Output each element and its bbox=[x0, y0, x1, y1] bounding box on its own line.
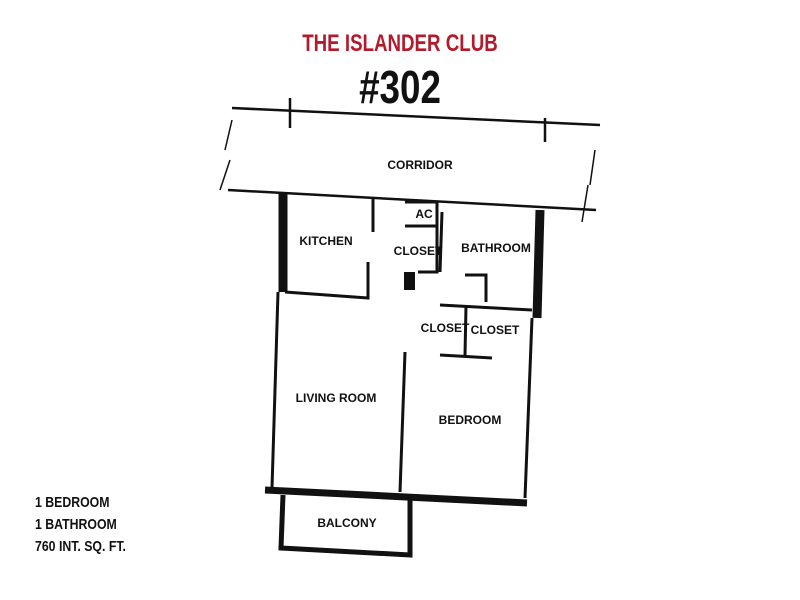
room-label-kitchen: KITCHEN bbox=[299, 234, 352, 248]
room-label-bedroom: BEDROOM bbox=[439, 413, 502, 427]
room-label-living-room: LIVING ROOM bbox=[296, 391, 377, 405]
walls bbox=[219, 98, 601, 558]
room-label-corridor: CORRIDOR bbox=[387, 158, 453, 172]
property-name: THE ISLANDER CLUB bbox=[302, 30, 498, 57]
room-label-bathroom: BATHROOM bbox=[461, 241, 531, 255]
room-label-closet-bed1: CLOSET bbox=[421, 321, 470, 335]
room-label-closet-hall: CLOSET bbox=[394, 244, 443, 258]
room-label-closet-bed2: CLOSET bbox=[471, 323, 520, 337]
bedroom-count: 1 BEDROOM bbox=[35, 494, 110, 511]
unit-number: #302 bbox=[359, 61, 441, 113]
interior-area: 760 INT. SQ. FT. bbox=[35, 538, 126, 555]
room-label-balcony: BALCONY bbox=[317, 516, 376, 530]
bathroom-count: 1 BATHROOM bbox=[35, 516, 117, 533]
room-label-ac: AC bbox=[415, 207, 433, 221]
